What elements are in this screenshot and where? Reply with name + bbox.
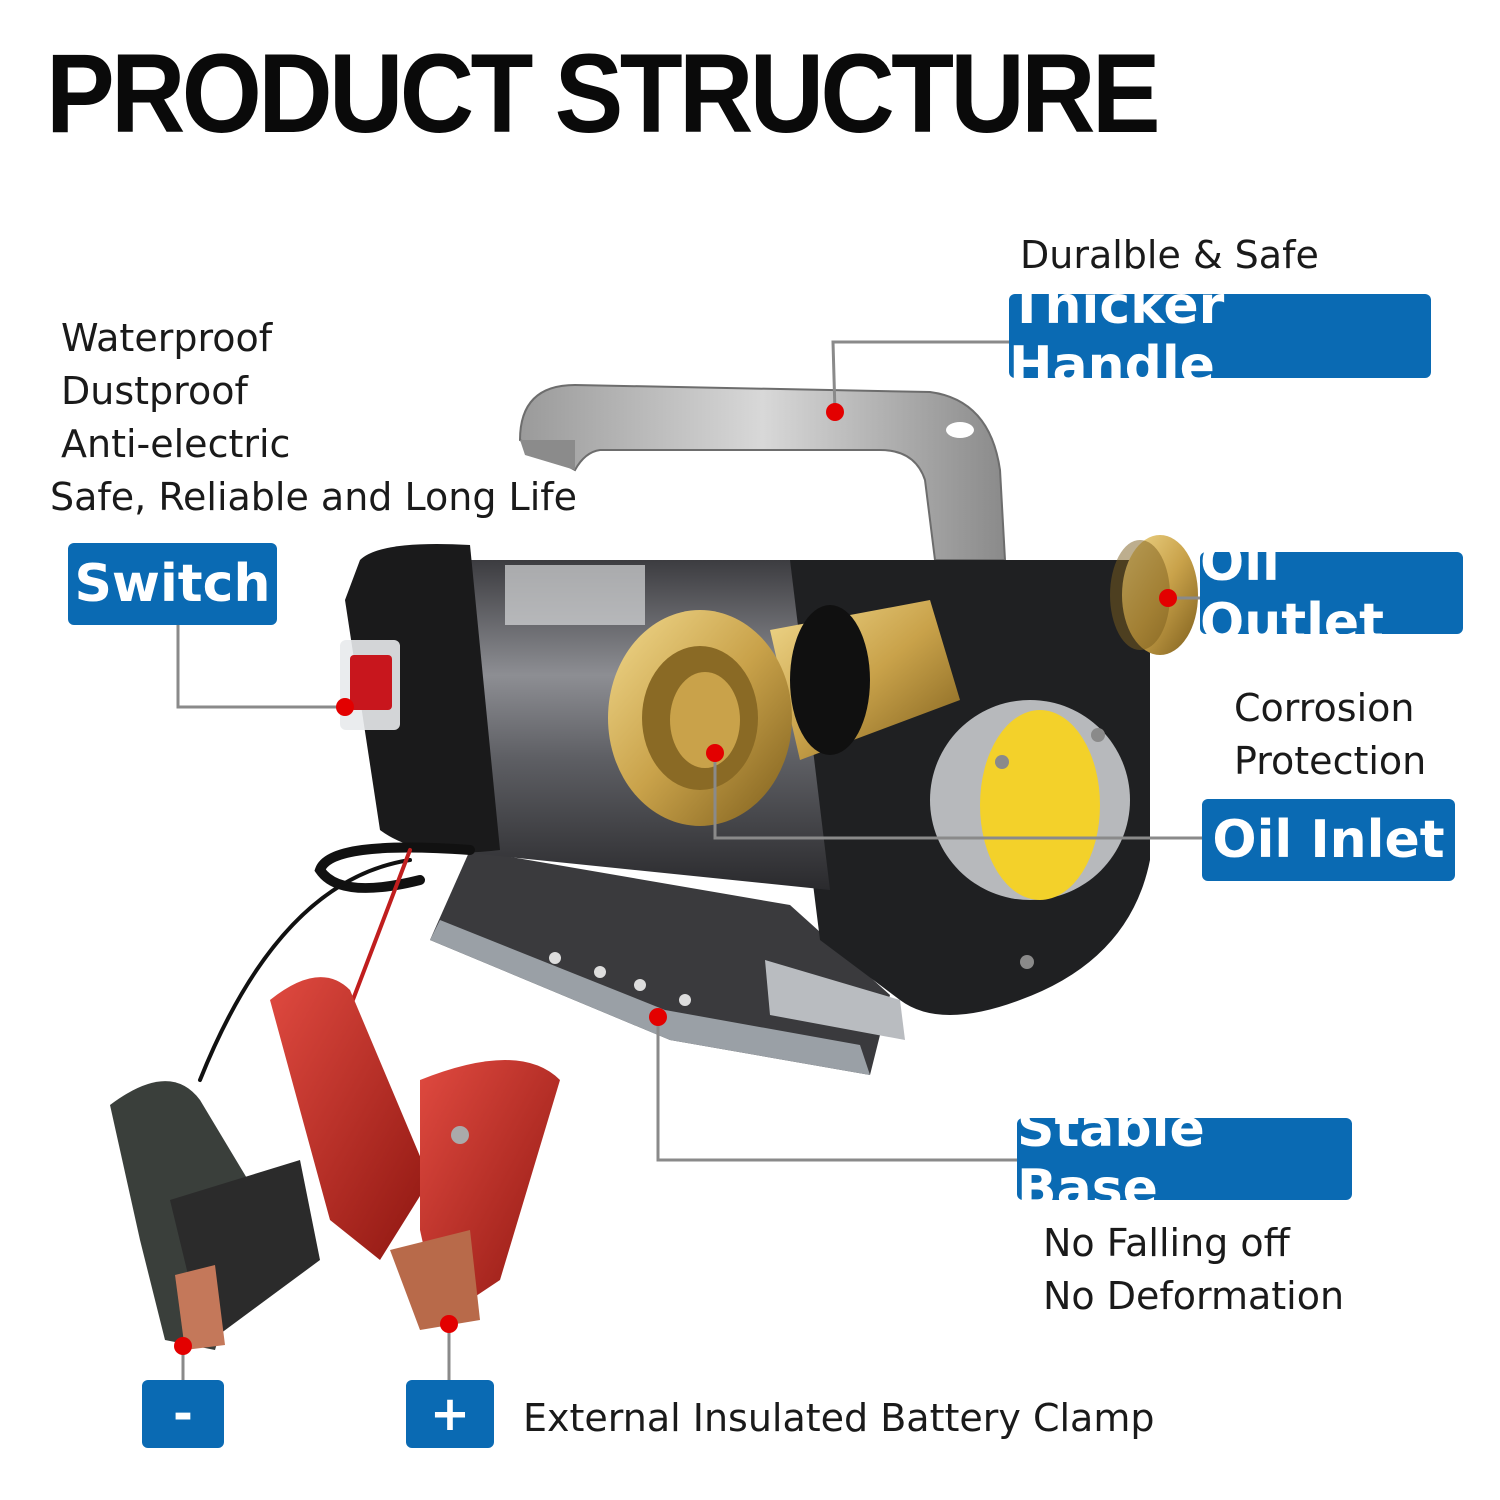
switch-note-4: Safe, Reliable and Long Life (50, 475, 578, 519)
base-note-1: No Falling off (1043, 1221, 1290, 1265)
inlet-fitting (608, 600, 960, 826)
switch-note-2: Dustproof (61, 369, 248, 413)
handle-note: Duralble & Safe (1020, 233, 1319, 277)
thicker-handle-label: Thicker Handle (1009, 276, 1431, 396)
base-note-2: No Deformation (1043, 1274, 1345, 1318)
minus-terminal-label: - (142, 1380, 224, 1448)
switch-note-1: Waterproof (61, 316, 273, 360)
inlet-note-1: Corrosion (1234, 686, 1415, 730)
black-clamp (110, 1081, 320, 1350)
clamp-note: External Insulated Battery Clamp (523, 1396, 1155, 1440)
switch-note-3: Anti-electric (61, 422, 291, 466)
inlet-note-2: Protection (1234, 739, 1427, 783)
switch-label: Switch (68, 543, 277, 625)
leader-lines (176, 340, 1202, 1380)
oil-outlet-label: Oil Outlet (1200, 533, 1463, 653)
switch-housing (340, 544, 500, 853)
plus-terminal-label: + (406, 1380, 494, 1448)
base-plate (430, 850, 905, 1075)
oil-inlet-label: Oil Inlet (1202, 799, 1455, 881)
outlet-fitting (1110, 535, 1198, 655)
stable-base-label: Stable Base (1017, 1099, 1352, 1219)
red-clamp (270, 977, 560, 1330)
page-title: PRODUCT STRUCTURE (46, 31, 1161, 156)
markers (174, 403, 1177, 1355)
handle (518, 383, 1007, 561)
